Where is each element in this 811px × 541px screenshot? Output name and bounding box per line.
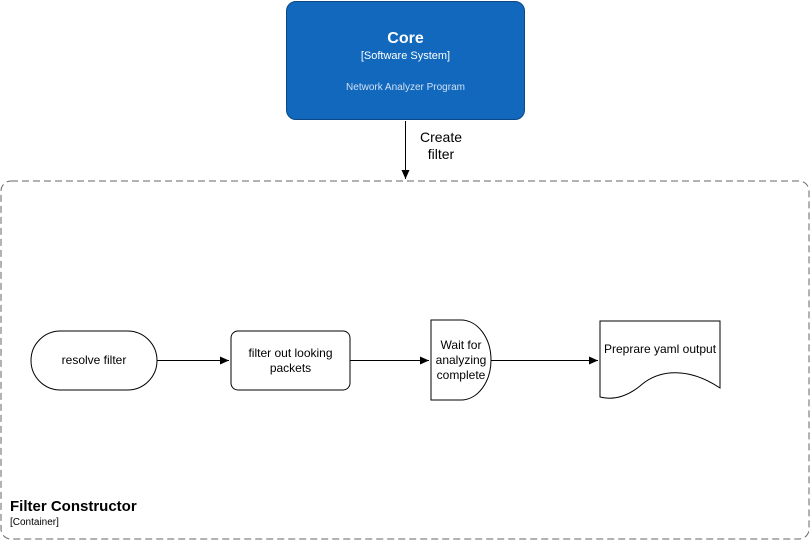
prepare-output-node <box>599 320 721 399</box>
core-type-label: [Software System] <box>360 50 451 62</box>
filter-out-label: filter out looking packets <box>248 345 333 375</box>
core-description: Network Analyzer Program <box>346 82 465 93</box>
filter-constructor-boundary <box>0 180 810 540</box>
prepare-output-label: Preprare yaml output <box>603 341 717 356</box>
core-system-box: Core [Software System] Network Analyzer … <box>286 1 525 120</box>
resolve-filter-label: resolve filter <box>61 353 127 367</box>
container-type-label: [Container] <box>10 517 59 528</box>
create-filter-label: Create filter <box>419 129 463 162</box>
core-title: Core <box>387 30 424 47</box>
wait-analyzing-node <box>430 319 492 401</box>
container-title: Filter Constructor <box>10 498 137 515</box>
wait-analyzing-label: Wait for analyzing complete <box>435 337 487 382</box>
